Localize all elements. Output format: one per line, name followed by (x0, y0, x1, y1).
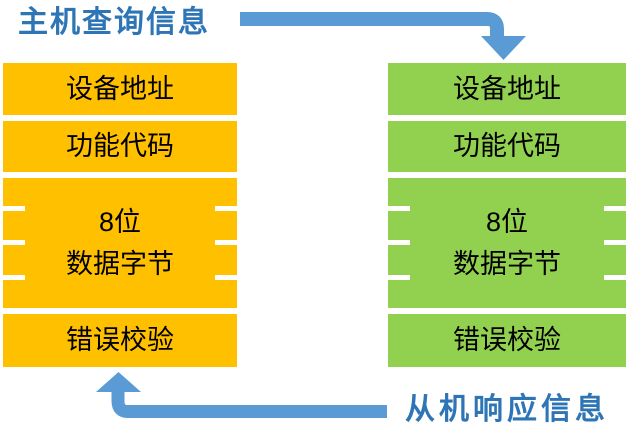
response-flow-label: 从机响应信息 (405, 393, 609, 426)
query-data-bytes-line2: 数据字节 (66, 249, 174, 279)
byte-separator-tick (3, 240, 25, 245)
byte-separator-tick (604, 206, 626, 211)
byte-separator-tick (388, 275, 410, 280)
query-row-error-check: 错误校验 (3, 314, 237, 367)
byte-separator-tick (388, 240, 410, 245)
response-row-error-check: 错误校验 (388, 314, 626, 367)
query-data-bytes-line1: 8位 (98, 206, 142, 237)
response-data-bytes-line2: 数据字节 (453, 249, 561, 279)
byte-separator-tick (388, 206, 410, 211)
response-frame: 设备地址 功能代码 8位 数据字节 错误校验 (388, 63, 626, 367)
query-frame: 设备地址 功能代码 8位 数据字节 错误校验 (3, 63, 237, 367)
query-row-device-address: 设备地址 (3, 63, 237, 115)
response-row-function-code: 功能代码 (388, 121, 626, 172)
response-row-data-bytes: 8位 数据字节 (388, 178, 626, 308)
response-data-bytes-line1: 8位 (485, 206, 529, 237)
response-row-device-address: 设备地址 (388, 63, 626, 115)
byte-separator-tick (215, 206, 237, 211)
byte-separator-tick (3, 275, 25, 280)
byte-separator-tick (215, 275, 237, 280)
byte-separator-tick (604, 275, 626, 280)
byte-separator-tick (3, 206, 25, 211)
query-flow-label: 主机查询信息 (18, 6, 210, 39)
query-row-function-code: 功能代码 (3, 121, 237, 172)
byte-separator-tick (604, 240, 626, 245)
byte-separator-tick (215, 240, 237, 245)
query-row-data-bytes: 8位 数据字节 (3, 178, 237, 308)
